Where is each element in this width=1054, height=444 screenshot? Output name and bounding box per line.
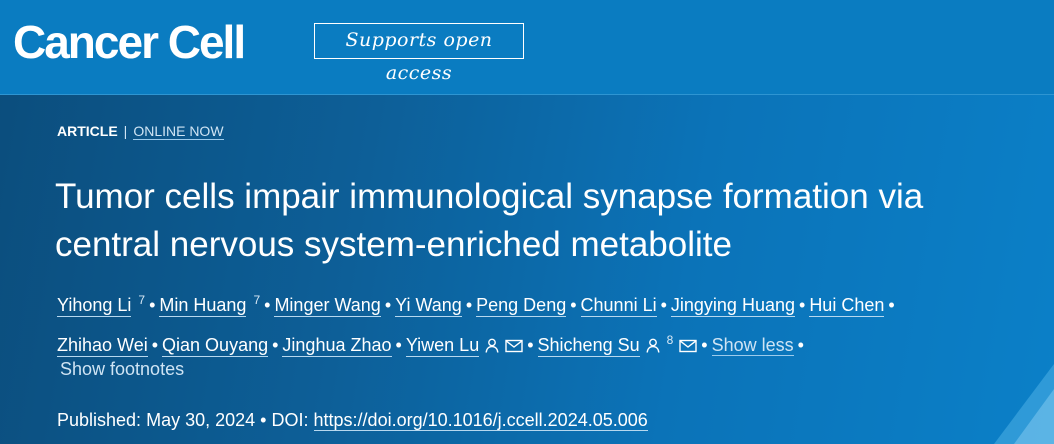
author-link[interactable]: Jingying Huang <box>670 295 795 317</box>
author-separator: • <box>264 295 271 315</box>
author-link[interactable]: Min Huang <box>159 295 247 317</box>
author-link[interactable]: Yi Wang <box>395 295 462 317</box>
footnote-marker[interactable]: 8 <box>666 333 674 347</box>
author-link[interactable]: Jinghua Zhao <box>282 335 392 357</box>
author-link[interactable]: Minger Wang <box>274 295 381 317</box>
envelope-icon[interactable] <box>505 330 523 365</box>
author-separator: • <box>570 295 577 315</box>
meta-separator: | <box>123 123 128 139</box>
person-icon[interactable] <box>485 330 499 365</box>
footnote-marker[interactable]: 7 <box>253 293 261 307</box>
author-separator: • <box>384 295 392 315</box>
show-less-link[interactable]: Show less <box>711 335 794 356</box>
published-date: May 30, 2024 <box>146 410 256 430</box>
author-separator: • <box>149 295 156 315</box>
open-access-badge[interactable]: Supports open access <box>314 23 524 84</box>
footnote-marker[interactable]: 7 <box>138 293 146 307</box>
article-title: Tumor cells impair immunological synapse… <box>55 173 1054 269</box>
author-link[interactable]: Shicheng Su <box>537 335 640 357</box>
author-link[interactable]: Peng Deng <box>476 295 567 317</box>
journal-logo[interactable]: Cancer Cell <box>13 16 246 68</box>
author-separator: • <box>527 335 534 355</box>
show-footnotes-link[interactable]: Show footnotes <box>60 359 185 379</box>
author-link[interactable]: Chunni Li <box>580 295 657 317</box>
author-separator: • <box>799 295 806 315</box>
site-header: Cancer Cell Supports open access <box>0 0 1054 95</box>
envelope-icon[interactable] <box>679 330 697 365</box>
author-separator: • <box>151 335 159 355</box>
publication-info: Published: May 30, 2024 • DOI: https://d… <box>57 408 648 432</box>
doi-label: DOI: <box>271 410 309 430</box>
author-separator: • <box>660 295 667 315</box>
author-separator: • <box>701 335 708 355</box>
author-separator: • <box>465 295 473 315</box>
doi-link[interactable]: https://doi.org/10.1016/j.ccell.2024.05.… <box>313 410 648 431</box>
published-label: Published: <box>57 410 142 430</box>
decorative-corner-graphic <box>994 364 1054 444</box>
publication-separator: • <box>260 410 267 430</box>
article-title-line-1: Tumor cells impair immunological synapse… <box>55 177 924 216</box>
author-link[interactable]: Qian Ouyang <box>162 335 269 357</box>
article-title-line-2: central nervous system-enriched metaboli… <box>55 225 732 264</box>
online-now-link[interactable]: ONLINE NOW <box>133 123 224 140</box>
article-type: ARTICLE <box>57 123 118 139</box>
author-link[interactable]: Zhihao Wei <box>57 335 148 357</box>
author-separator: • <box>797 335 804 355</box>
article-meta: ARTICLE | ONLINE NOW <box>57 122 224 140</box>
author-separator: • <box>272 335 279 355</box>
author-separator: • <box>888 295 895 315</box>
person-icon[interactable] <box>646 330 660 365</box>
author-separator: • <box>395 335 402 355</box>
author-link[interactable]: Yihong Li <box>57 295 132 317</box>
author-link[interactable]: Yiwen Lu <box>405 335 480 357</box>
author-link[interactable]: Hui Chen <box>809 295 885 317</box>
